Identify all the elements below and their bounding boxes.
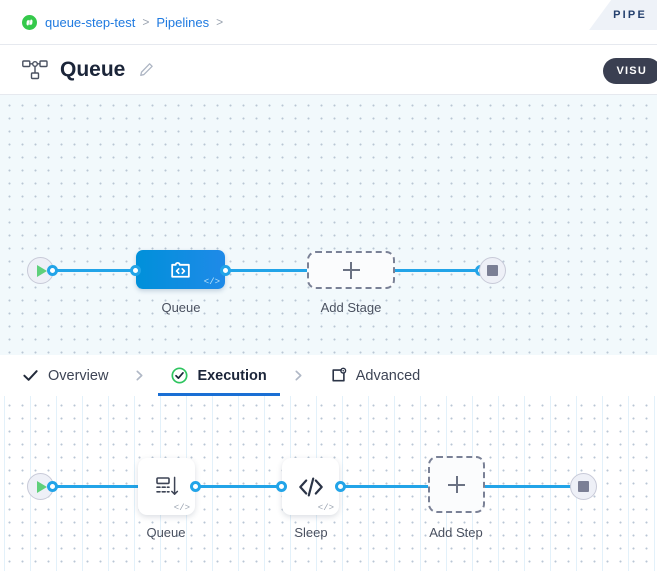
plus-icon [350,261,352,279]
check-circle-green-icon [171,367,188,384]
edge-start-to-queue [47,269,147,272]
add-stage-label: Add Stage [320,300,382,315]
tab-advanced-label: Advanced [355,367,421,384]
tab-overview[interactable]: Overview [22,355,108,396]
stage-node-label-queue: Queue [161,300,201,315]
play-icon [37,264,47,277]
step-node-sleep[interactable]: </> [282,458,339,515]
edge-step-queue-to-sleep [195,485,290,488]
edge-add-stage-to-end [390,269,485,272]
tab-execution-label: Execution [197,367,267,384]
breadcrumb-separator: > [142,15,150,29]
puzzle-code-icon [171,261,190,278]
stage-node-queue[interactable]: </> [136,250,225,289]
chevron-right-icon [136,370,143,381]
port-sleep-out[interactable] [335,481,346,492]
link-chain-icon [22,14,37,30]
step-start-node[interactable] [27,473,54,500]
add-step-button[interactable] [428,456,485,513]
step-node-label-sleep: Sleep [294,525,328,540]
stage-node-code-badge: </> [203,277,220,287]
bracket-gear-icon [332,367,347,382]
module-corner-tag-label: PIPE [613,9,647,21]
step-node-code-badge: </> [173,503,190,513]
step-end-node[interactable] [570,473,597,500]
port-queue-in[interactable] [130,265,141,276]
page-title: Queue [60,57,126,81]
edge-sleep-to-add-step [340,485,435,488]
tab-advanced[interactable]: Advanced [330,355,421,396]
edge-start-to-step-queue [47,485,142,488]
stage-canvas[interactable]: </> Queue Add Stage [0,95,657,355]
add-stage-button[interactable] [307,251,395,289]
pipeline-graph-icon [22,59,48,79]
visual-mode-badge[interactable]: VISU [602,58,657,84]
port-start-out[interactable] [47,265,58,276]
step-canvas[interactable]: </> Queue </> Sleep Add Step [0,396,657,571]
plus-icon [455,476,458,493]
edge-add-step-to-end [480,485,580,488]
stop-square-icon [578,481,589,492]
edge-queue-to-add-stage [225,269,315,272]
step-node-code-badge: </> [317,503,334,513]
step-node-queue[interactable]: </> [138,458,195,515]
step-node-label-queue: Queue [146,525,186,540]
code-slash-icon [298,477,323,496]
breadcrumb: queue-step-test > Pipelines > [0,0,657,45]
stop-square-icon [487,265,498,276]
tab-overview-label: Overview [48,367,109,384]
pencil-edit-icon[interactable] [139,62,154,77]
breadcrumb-item-pipelines[interactable]: Pipelines [156,14,210,30]
chevron-right-icon [295,370,302,381]
tab-execution[interactable]: Execution [158,355,281,396]
pipeline-tabs: Overview Execution Advanced [0,355,657,396]
add-step-label: Add Step [429,525,483,540]
port-sleep-in[interactable] [276,481,287,492]
play-icon [37,480,47,493]
port-step-queue-out[interactable] [190,481,201,492]
port-queue-out[interactable] [220,265,231,276]
visual-mode-badge-label: VISU [616,65,647,77]
queue-stack-icon [155,476,178,495]
port-step-start-out[interactable] [47,481,58,492]
page-header: Queue [0,45,657,95]
check-icon [23,370,38,381]
stage-end-node[interactable] [479,257,506,284]
breadcrumb-item-project[interactable]: queue-step-test [45,14,136,30]
breadcrumb-separator: > [216,15,224,29]
